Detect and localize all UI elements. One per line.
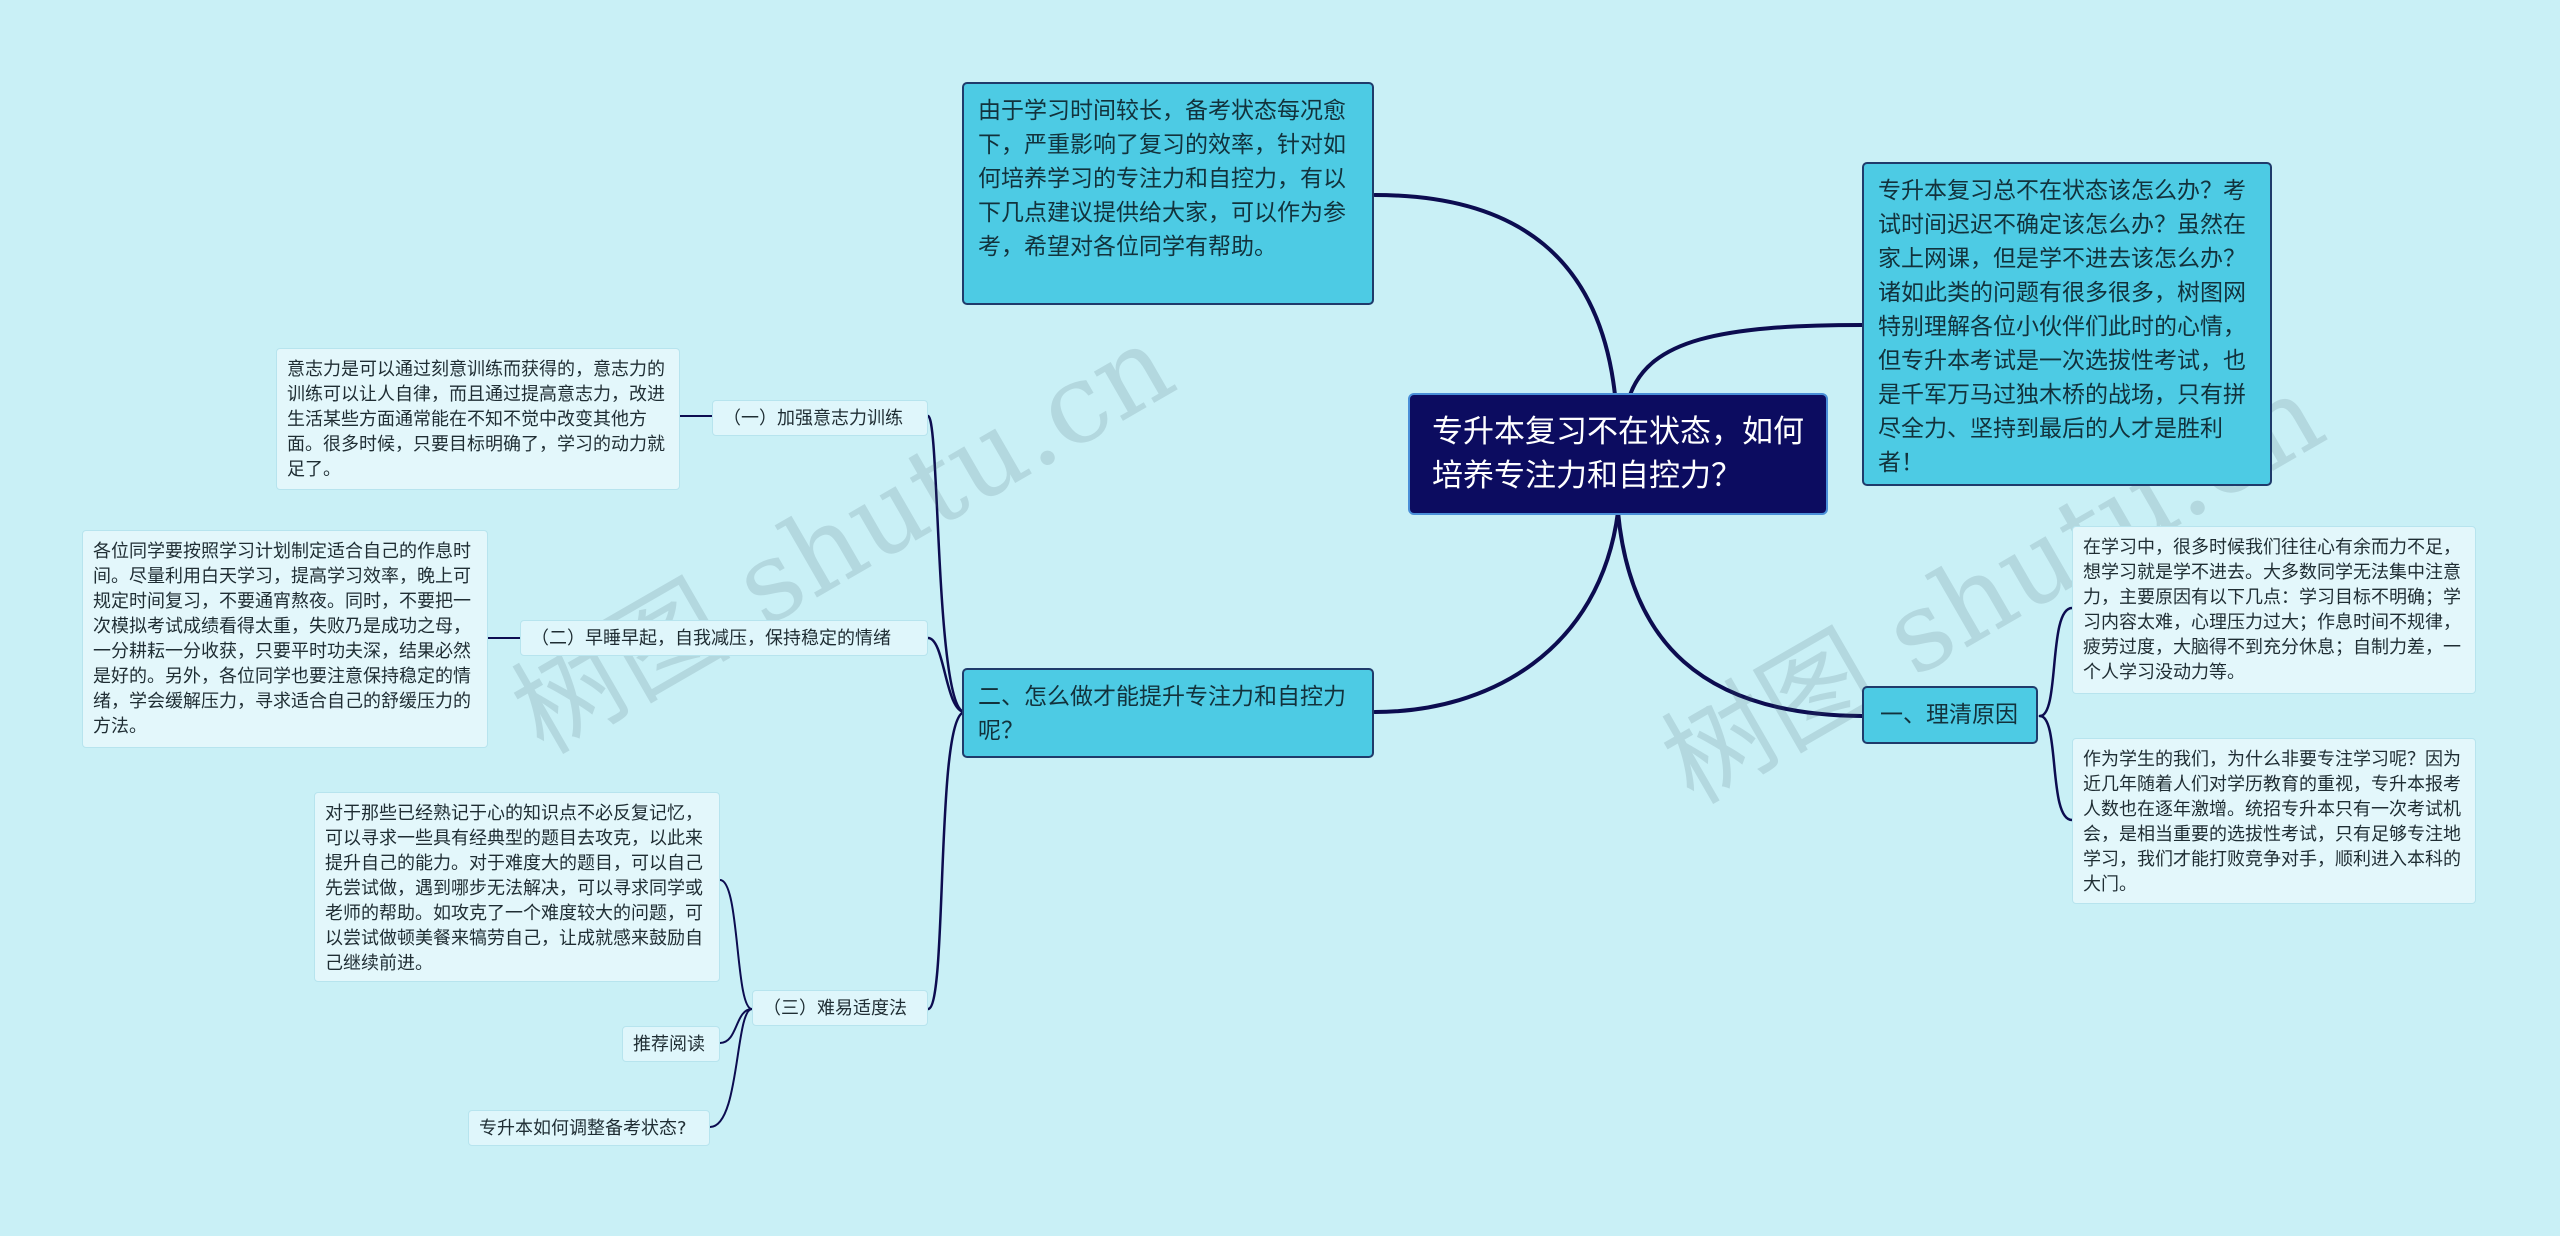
- description-text: 专升本复习总不在状态该怎么办？考试时间迟迟不确定该怎么办？虽然在家上网课，但是学…: [1878, 178, 2246, 476]
- connector-sub3-leaf: [719, 879, 753, 1010]
- section2-title: 二、怎么做才能提升专注力和自控力呢？: [978, 684, 1346, 744]
- connector-root-section2: [1373, 510, 1620, 714]
- related-link[interactable]: 专升本如何调整备考状态?: [468, 1110, 710, 1146]
- leaf-sleep-early: 各位同学要按照学习计划制定适合自己的作息时间。尽量利用白天学习，提高学习效率，晚…: [82, 530, 488, 748]
- connector-root-section1: [1616, 510, 1864, 718]
- intro-node[interactable]: 由于学习时间较长，备考状态每况愈下，严重影响了复习的效率，针对如何培养学习的专注…: [962, 82, 1374, 305]
- connector-root-desc: [1628, 323, 1864, 397]
- description-node[interactable]: 专升本复习总不在状态该怎么办？考试时间迟迟不确定该怎么办？虽然在家上网课，但是学…: [1862, 162, 2272, 486]
- section1-node[interactable]: 一、理清原因: [1862, 686, 2038, 744]
- connector-s1-leaf2: [2038, 714, 2074, 822]
- section1-title: 一、理清原因: [1880, 702, 2018, 728]
- section1-leaf-causes: 在学习中，很多时候我们往往心有余而力不足，想学习就是学不进去。大多数同学无法集中…: [2072, 526, 2476, 694]
- connector-s2-sub1: [926, 414, 967, 714]
- leaf-willpower: 意志力是可以通过刻意训练而获得的，意志力的训练可以让人自律，而且通过提高意志力，…: [276, 348, 680, 490]
- leaf-difficulty: 对于那些已经熟记于心的知识点不必反复记忆，可以寻求一些具有经典型的题目去攻克，以…: [314, 792, 720, 982]
- connector-s2-sub3: [926, 710, 967, 1011]
- root-node[interactable]: 专升本复习不在状态，如何培养专注力和自控力？: [1408, 393, 1828, 515]
- section2-node[interactable]: 二、怎么做才能提升专注力和自控力呢？: [962, 668, 1374, 758]
- connector-s1-leaf1: [2038, 606, 2074, 718]
- intro-text: 由于学习时间较长，备考状态每况愈下，严重影响了复习的效率，针对如何培养学习的专注…: [978, 98, 1346, 260]
- sub-difficulty[interactable]: （三）难易适度法: [752, 990, 928, 1026]
- connector-root-intro: [1373, 193, 1617, 397]
- connector-sub3-reading: [719, 1008, 753, 1044]
- section1-leaf-importance: 作为学生的我们，为什么非要专注学习呢？因为近几年随着人们对学历教育的重视，专升本…: [2072, 738, 2476, 904]
- connector-s2-sub2: [926, 636, 967, 714]
- sub-sleep-early[interactable]: （二）早睡早起，自我减压，保持稳定的情绪: [520, 620, 928, 656]
- sub-willpower[interactable]: （一）加强意志力训练: [712, 400, 928, 436]
- root-title: 专升本复习不在状态，如何培养专注力和自控力？: [1432, 414, 1804, 494]
- recommended-reading[interactable]: 推荐阅读: [622, 1026, 720, 1062]
